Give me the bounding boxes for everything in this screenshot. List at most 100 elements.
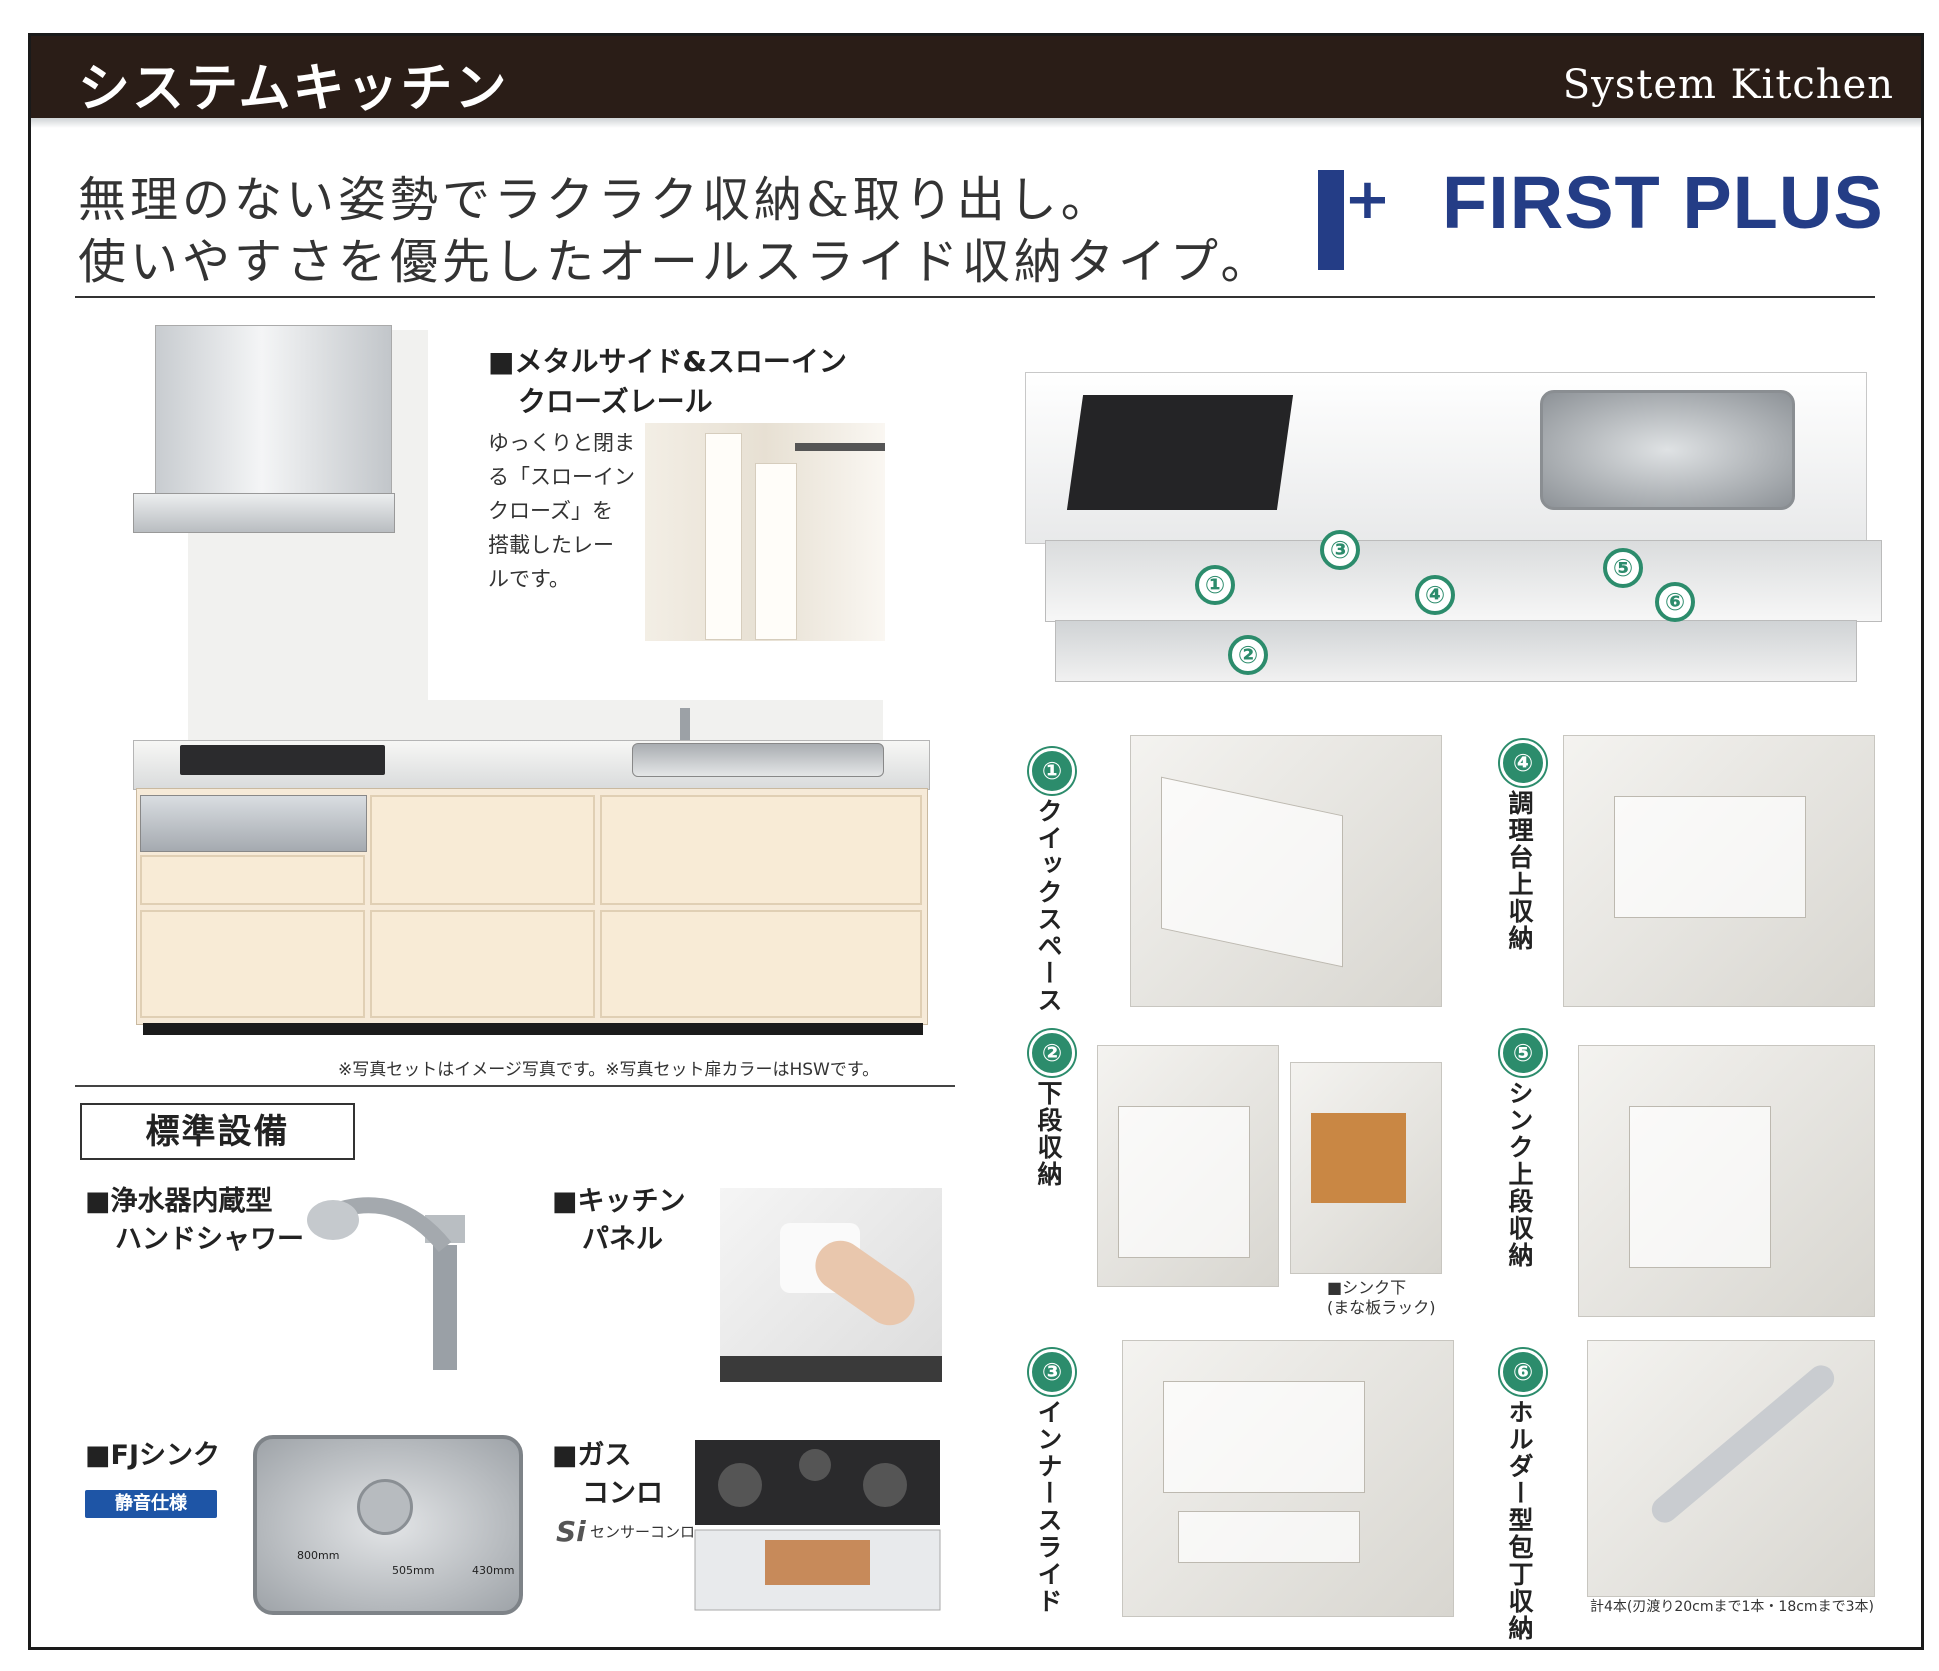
drawer-side-panel <box>755 463 797 640</box>
stove-illustration <box>180 745 385 775</box>
detail-badge-1: ① <box>1029 748 1075 794</box>
drawer-interior <box>1178 1511 1360 1563</box>
kitchen-panel-label-line: パネル <box>582 1224 663 1255</box>
cutting-board-caption: ■シンク下 (まな板ラック) <box>1327 1278 1436 1318</box>
cabinet-drawer <box>140 855 365 905</box>
brand-logo: FIRST PLUS <box>1442 161 1884 244</box>
detail-badge-3: ③ <box>1029 1349 1075 1395</box>
drawer-badge-3: ③ <box>1320 530 1360 570</box>
drawer-badge-2: ② <box>1228 635 1268 675</box>
drawer-kitchen-lower-drawer <box>1055 620 1857 682</box>
page-title: システムキッチン <box>78 59 509 119</box>
quick-space-photo <box>1130 735 1442 1007</box>
drawer-badge-1: ① <box>1195 565 1235 605</box>
gas-stove-label-line: コンロ <box>582 1478 663 1509</box>
drain <box>357 1479 413 1535</box>
cabinet-drawer <box>600 795 922 905</box>
drawer-kitchen-sink <box>1540 390 1795 510</box>
hand <box>805 1230 925 1336</box>
lead-line-2: 使いやすさを優先したオールスライド収納タイプ。 <box>78 234 1273 290</box>
faucet-illustration <box>680 708 690 748</box>
slow-close-text: ゆっくりと閉ま <box>488 431 635 455</box>
cabinet-drawer <box>370 910 595 1018</box>
slow-close-text: クローズ」を <box>488 499 613 523</box>
header-shadow <box>31 118 1921 128</box>
page-frame <box>28 33 1924 1650</box>
divider <box>75 296 1875 298</box>
gas-stove-label-line: ■ガス <box>552 1440 632 1471</box>
detail-label-1: クイックスペース <box>1034 798 1063 1014</box>
page-title-en: System Kitchen <box>1562 62 1894 108</box>
si-sensor-text: センサーコンロ <box>590 1523 696 1541</box>
detail-label-6: ホルダー型包丁収納 <box>1505 1399 1534 1642</box>
header-bar <box>31 36 1921 118</box>
stove-edge <box>720 1356 942 1382</box>
counter-storage-photo <box>1563 735 1875 1007</box>
slow-close-title: ■メタルサイド&スローイン クローズレール <box>488 342 847 422</box>
brand-logo-plus: + <box>1344 167 1391 232</box>
lower-storage-photo <box>1097 1045 1279 1287</box>
kitchen-panel-label: ■キッチン パネル <box>552 1183 686 1259</box>
detail-badge-4: ④ <box>1500 740 1546 786</box>
cabinet-drawer <box>140 910 365 1018</box>
rail <box>795 443 885 451</box>
detail-badge-6: ⑥ <box>1500 1349 1546 1395</box>
kitchen-panel-label-line: ■キッチン <box>552 1186 686 1217</box>
slow-close-text: る「スローイン <box>488 465 635 489</box>
slow-close-photo <box>645 423 885 641</box>
cutting-board-caption-line: (まな板ラック) <box>1327 1298 1436 1317</box>
photo-note: ※写真セットはイメージ写真です。※写真セット扉カラーはHSWです。 <box>338 1060 880 1080</box>
detail-label-5: シンク上段収納 <box>1505 1080 1534 1269</box>
cabinet-plinth <box>143 1023 923 1035</box>
inner-slide-photo <box>1122 1340 1454 1617</box>
knife-holder <box>1646 1360 1840 1528</box>
faucet-label-line: ハンドシャワー <box>115 1224 304 1255</box>
drawer-badge-5: ⑤ <box>1603 548 1643 588</box>
drawer-badge-6: ⑥ <box>1655 582 1695 622</box>
faucet-head <box>307 1200 359 1240</box>
fj-sink-image: 800mm 505mm 430mm <box>253 1435 523 1615</box>
drawer-kitchen-upper-drawer <box>1045 540 1882 622</box>
knife-note: 計4本(刃渡り20cmまで1本・18cmまで3本) <box>1590 1599 1874 1615</box>
hand-shower-faucet-image <box>307 1197 465 1370</box>
fj-sink-label: ■FJシンク <box>85 1440 220 1471</box>
burner <box>799 1449 831 1481</box>
drawer-interior <box>1163 1381 1365 1493</box>
detail-label-4: 調理台上収納 <box>1505 790 1534 952</box>
cutting-board-caption-line: ■シンク下 <box>1327 1278 1407 1297</box>
faucet-label: ■浄水器内蔵型 ハンドシャワー <box>85 1183 304 1259</box>
cabinet-drawer <box>370 795 595 905</box>
drawer-kitchen-stove <box>1066 395 1294 510</box>
cabinet-drawer <box>600 910 922 1018</box>
slow-close-text: ルです。 <box>488 567 570 591</box>
faucet-body <box>433 1245 457 1370</box>
slow-close-body: ゆっくりと閉ま る「スローイン クローズ」を 搭載したレー ルです。 <box>488 426 635 596</box>
slow-close-text: 搭載したレー <box>488 533 614 557</box>
detail-badge-5: ⑤ <box>1500 1030 1546 1076</box>
cutting-board-rack-photo <box>1290 1062 1442 1274</box>
standard-equipment-heading: 標準設備 <box>80 1103 355 1160</box>
detail-label-3: インナースライド <box>1034 1399 1063 1615</box>
faucet-label-line: ■浄水器内蔵型 <box>85 1186 273 1217</box>
drawer-side-panel <box>705 433 742 640</box>
drawer-interior <box>1118 1106 1250 1258</box>
slow-close-title-line: クローズレール <box>518 385 713 418</box>
sink-illustration <box>632 743 884 777</box>
drawer-badge-4: ④ <box>1415 575 1455 615</box>
burner <box>718 1463 762 1507</box>
burner <box>863 1463 907 1507</box>
slow-close-title-line: ■メタルサイド&スローイン <box>488 345 847 378</box>
detail-label-2: 下段収納 <box>1034 1080 1063 1188</box>
grill-window <box>765 1540 870 1585</box>
knife-holder-photo <box>1587 1340 1875 1597</box>
range-hood <box>155 325 392 497</box>
sink-dimension-depth2: 430mm <box>472 1564 515 1577</box>
cutting-board <box>1311 1113 1406 1203</box>
brand-logo-bar <box>1318 170 1344 270</box>
divider <box>75 1085 955 1087</box>
lead-line-1: 無理のない姿勢でラクラク収納&取り出し。 <box>78 172 1113 228</box>
range-hood-base <box>133 493 395 533</box>
gas-stove-label: ■ガス コンロ <box>552 1437 663 1513</box>
detail-badge-2: ② <box>1029 1030 1075 1076</box>
sink-upper-storage-photo <box>1578 1045 1875 1317</box>
